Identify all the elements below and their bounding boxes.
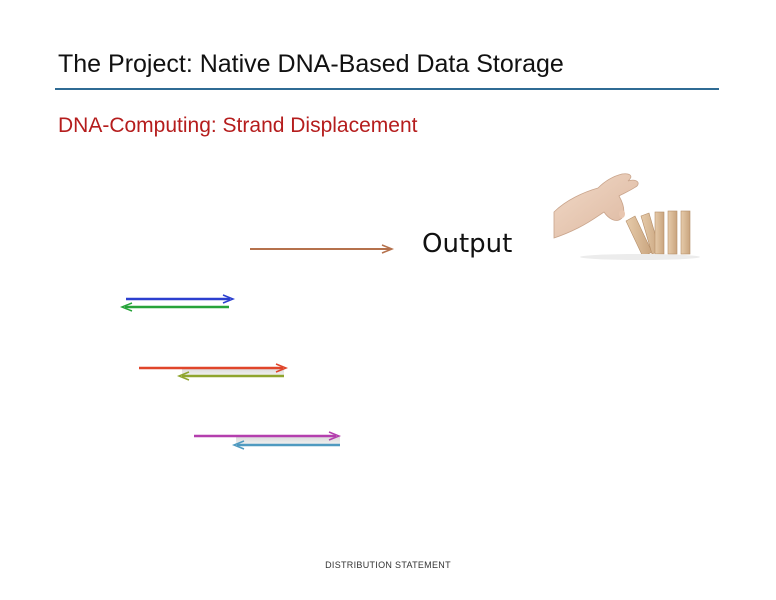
output-strand: [250, 244, 395, 254]
slide-title: The Project: Native DNA-Based Data Stora…: [58, 50, 564, 78]
strand-pair-1: [119, 294, 236, 312]
domino-image: [553, 170, 700, 262]
dominoes: [625, 210, 691, 258]
strand-2-shade: [182, 367, 284, 376]
title-divider: [55, 88, 719, 90]
distribution-footer: DISTRIBUTION STATEMENT: [325, 560, 451, 570]
hand-icon: [553, 173, 639, 239]
strand-3-shade: [236, 436, 340, 445]
strand-pair-3: [194, 431, 342, 450]
output-label: Output: [422, 229, 513, 259]
strand-pair-2: [139, 363, 289, 381]
section-heading: DNA-Computing: Strand Displacement: [58, 114, 418, 137]
